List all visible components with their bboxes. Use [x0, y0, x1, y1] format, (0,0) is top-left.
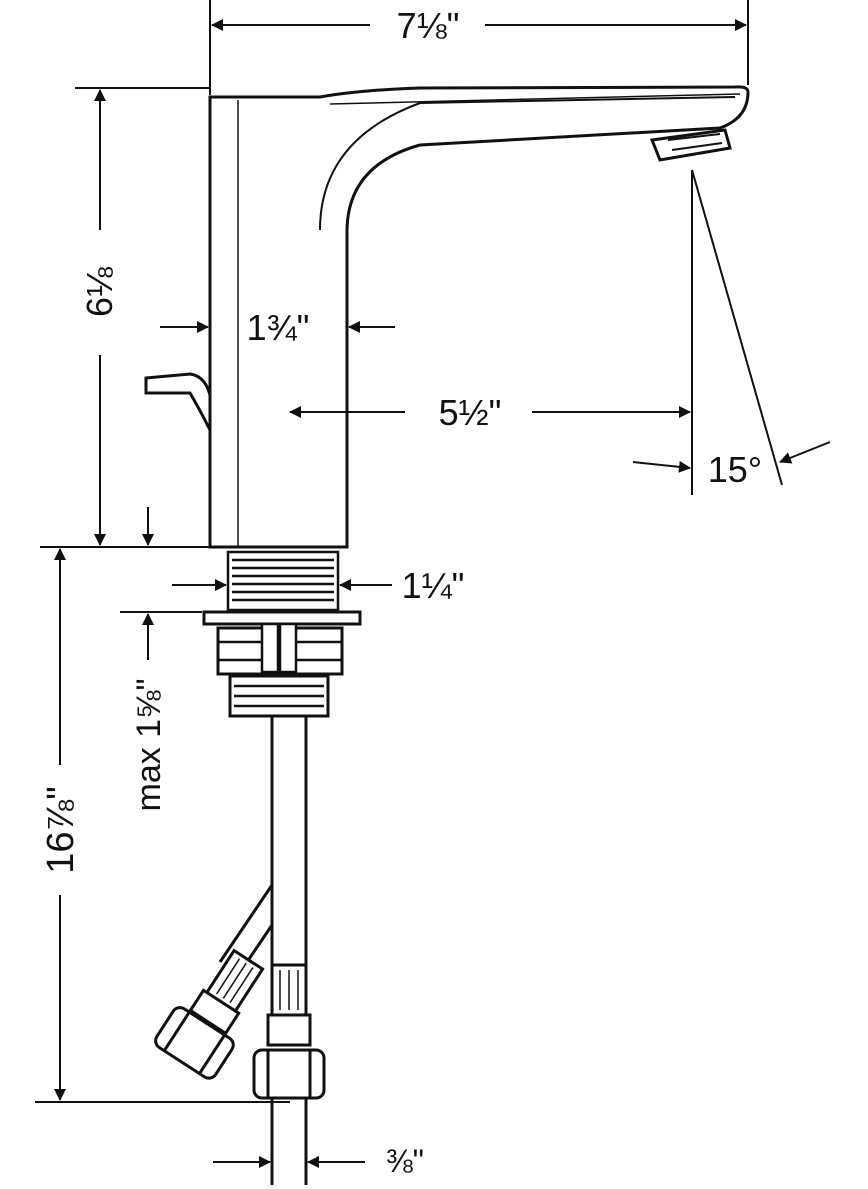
- shank-diameter-label: 1¼": [402, 565, 465, 606]
- body-width-label: 1¾": [247, 307, 310, 348]
- threaded-shank: [202, 550, 362, 718]
- drain-lever: [144, 372, 212, 431]
- total-length-label: 16⅞": [40, 786, 82, 873]
- faucet-body: [208, 85, 750, 549]
- dimension-lines: [35, 0, 831, 1168]
- spout-length-label: 7⅛": [397, 5, 460, 46]
- reach-label: 5½": [439, 392, 502, 433]
- supply-hoses: [154, 716, 326, 1185]
- max-thickness-label: max 1⅝": [130, 678, 168, 811]
- connection-label: ⅜": [386, 1143, 424, 1179]
- height-label: 6⅛: [79, 266, 120, 317]
- aerator: [649, 128, 732, 162]
- angle-label: 15°: [708, 449, 762, 490]
